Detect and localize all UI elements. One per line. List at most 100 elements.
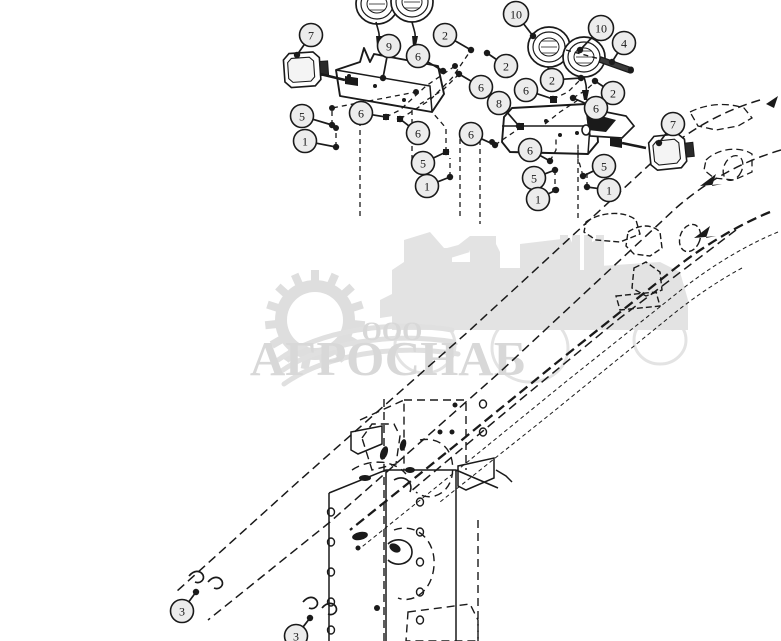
callout-circle[interactable] <box>348 100 374 126</box>
callout-6[interactable]: 6 <box>468 74 494 100</box>
callout-8[interactable]: 8 <box>486 90 512 116</box>
callout-leader-5 <box>312 118 333 126</box>
callout-6[interactable]: 6 <box>517 137 543 163</box>
callout-circle[interactable] <box>517 137 543 163</box>
boom-arm-detail-top <box>689 103 753 182</box>
callout-circle[interactable] <box>410 150 436 176</box>
callout-1[interactable]: 1 <box>414 173 440 199</box>
watermark-line1: ООО <box>362 317 423 346</box>
callout-circle[interactable] <box>583 95 609 121</box>
chassis-bolt-flanges <box>350 425 513 491</box>
callout-circle[interactable] <box>458 121 484 147</box>
callout-circle[interactable] <box>298 22 324 48</box>
callout-anchor-dot <box>608 58 616 66</box>
callout-anchor-dot <box>655 139 663 147</box>
callout-circle[interactable] <box>292 128 318 154</box>
callout-2[interactable]: 2 <box>493 53 519 79</box>
callout-6[interactable]: 6 <box>583 95 609 121</box>
callout-anchor-dot <box>551 166 559 174</box>
lamp-right-cable <box>621 141 647 150</box>
boom-arm-hydraulic-line <box>349 210 771 531</box>
callout-6[interactable]: 6 <box>348 100 374 126</box>
pin-assembly-path <box>565 49 601 60</box>
callout-anchor-dot <box>529 32 537 40</box>
lamp-right-connector <box>610 137 622 148</box>
callout-circle[interactable] <box>486 90 512 116</box>
round-lamp-b-plug <box>412 36 418 46</box>
callout-5[interactable]: 5 <box>410 150 436 176</box>
callout-circle[interactable] <box>405 43 431 69</box>
callout-7[interactable]: 7 <box>298 22 324 48</box>
callout-1[interactable]: 1 <box>292 128 318 154</box>
callout-circle[interactable] <box>591 153 617 179</box>
callout-circle[interactable] <box>525 186 551 212</box>
callout-circle[interactable] <box>414 173 440 199</box>
round-lamp-d-plug <box>582 90 589 100</box>
callout-circle[interactable] <box>432 22 458 48</box>
callout-circle[interactable] <box>596 177 622 203</box>
callout-5[interactable]: 5 <box>289 103 315 129</box>
callout-circle[interactable] <box>405 120 431 146</box>
callout-circle[interactable] <box>539 67 565 93</box>
callout-circle[interactable] <box>660 111 686 137</box>
callout-circle[interactable] <box>600 80 626 106</box>
part-round-lamp-b <box>390 0 434 23</box>
callout-leader-9 <box>382 57 388 79</box>
chassis-rivets <box>326 399 488 635</box>
callout-10[interactable]: 10 <box>587 14 615 42</box>
callout-circle[interactable] <box>587 14 615 42</box>
callout-anchor-dot <box>332 143 340 151</box>
callout-circle[interactable] <box>611 30 637 56</box>
callout-circle[interactable] <box>376 33 402 59</box>
callout-anchor-dot <box>192 588 200 596</box>
callout-circle[interactable] <box>468 74 494 100</box>
callout-9[interactable]: 9 <box>376 33 402 59</box>
callout-anchor-dot <box>379 74 387 82</box>
callout-anchor-dot <box>306 614 314 622</box>
chassis-frame-outline <box>328 469 457 641</box>
watermark-line2: АГРОСНАБ <box>250 331 526 386</box>
callout-1[interactable]: 1 <box>596 177 622 203</box>
callout-2[interactable]: 2 <box>432 22 458 48</box>
part-clip-left <box>188 570 224 590</box>
assembly-node-dots <box>329 47 598 193</box>
boom-arm-thin-line <box>357 231 779 551</box>
callout-circle[interactable] <box>289 103 315 129</box>
callout-6[interactable]: 6 <box>405 120 431 146</box>
callout-leader-1 <box>316 142 337 148</box>
assembly-paths-left <box>331 49 472 220</box>
part-pin <box>598 56 634 74</box>
callout-circle[interactable] <box>502 0 530 28</box>
callout-circle[interactable] <box>521 165 547 191</box>
callout-10[interactable]: 10 <box>502 0 530 28</box>
callout-circle[interactable] <box>283 623 309 641</box>
watermark-agrosnab: ООО АГРОСНАБ <box>250 232 688 387</box>
callout-7[interactable]: 7 <box>660 111 686 137</box>
chassis-weld-marks <box>352 402 458 611</box>
lamp-left-connector <box>345 76 358 86</box>
callout-6[interactable]: 6 <box>513 77 539 103</box>
callout-5[interactable]: 5 <box>591 153 617 179</box>
lamp-left-cable <box>319 72 346 82</box>
callout-anchor-dot <box>293 51 301 59</box>
callout-5[interactable]: 5 <box>521 165 547 191</box>
callout-circle[interactable] <box>169 598 195 624</box>
part-work-lamp-left <box>282 50 331 89</box>
callout-2[interactable]: 2 <box>539 67 565 93</box>
callout-6[interactable]: 6 <box>405 43 431 69</box>
boom-arm-hose-bracket <box>583 212 702 311</box>
boom-arrow-marks <box>694 96 778 238</box>
callout-anchor-dot <box>576 46 584 54</box>
callout-circle[interactable] <box>493 53 519 79</box>
callout-3[interactable]: 3 <box>169 598 195 624</box>
callout-6[interactable]: 6 <box>458 121 484 147</box>
callout-1[interactable]: 1 <box>525 186 551 212</box>
callout-circle[interactable] <box>513 77 539 103</box>
part-clip-right <box>302 596 338 616</box>
chassis-loops <box>387 477 413 565</box>
part-round-lamp-d <box>562 36 606 78</box>
callout-3[interactable]: 3 <box>283 623 309 641</box>
callout-4[interactable]: 4 <box>611 30 637 56</box>
